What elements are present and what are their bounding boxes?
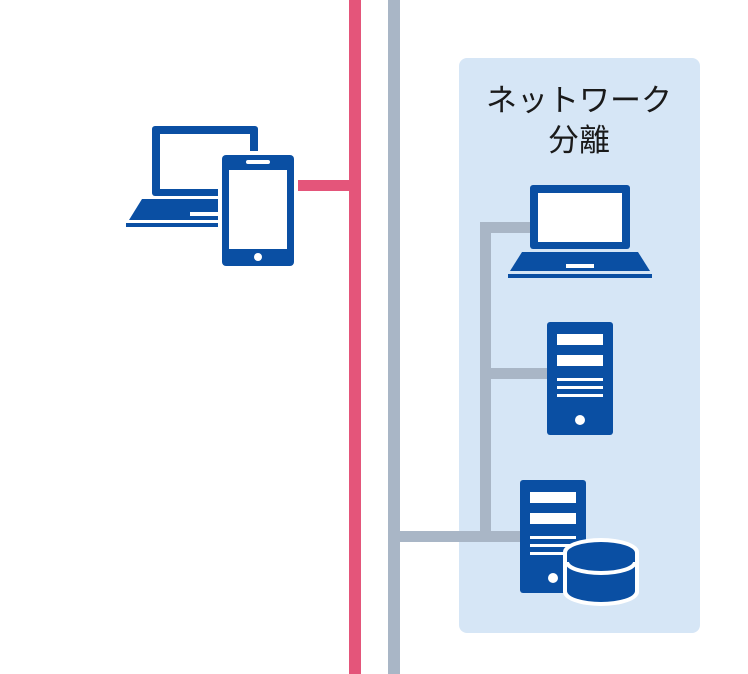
server-icon	[547, 322, 613, 435]
database-cylinder-icon	[563, 538, 639, 606]
device-to-external-connector	[292, 180, 352, 191]
external-network-line	[349, 0, 361, 674]
segment-label-line1: ネットワーク	[486, 83, 672, 119]
internal-branch-horizontal	[396, 531, 528, 542]
smartphone-icon	[218, 151, 298, 271]
internal-network-line	[388, 0, 400, 674]
segment-label-line2: 分離	[548, 123, 610, 159]
segment-laptop-icon	[508, 185, 652, 278]
segment-bus-vertical	[480, 222, 491, 538]
segment-bus-to-server	[480, 368, 552, 379]
segment-bus-to-laptop	[480, 222, 536, 233]
